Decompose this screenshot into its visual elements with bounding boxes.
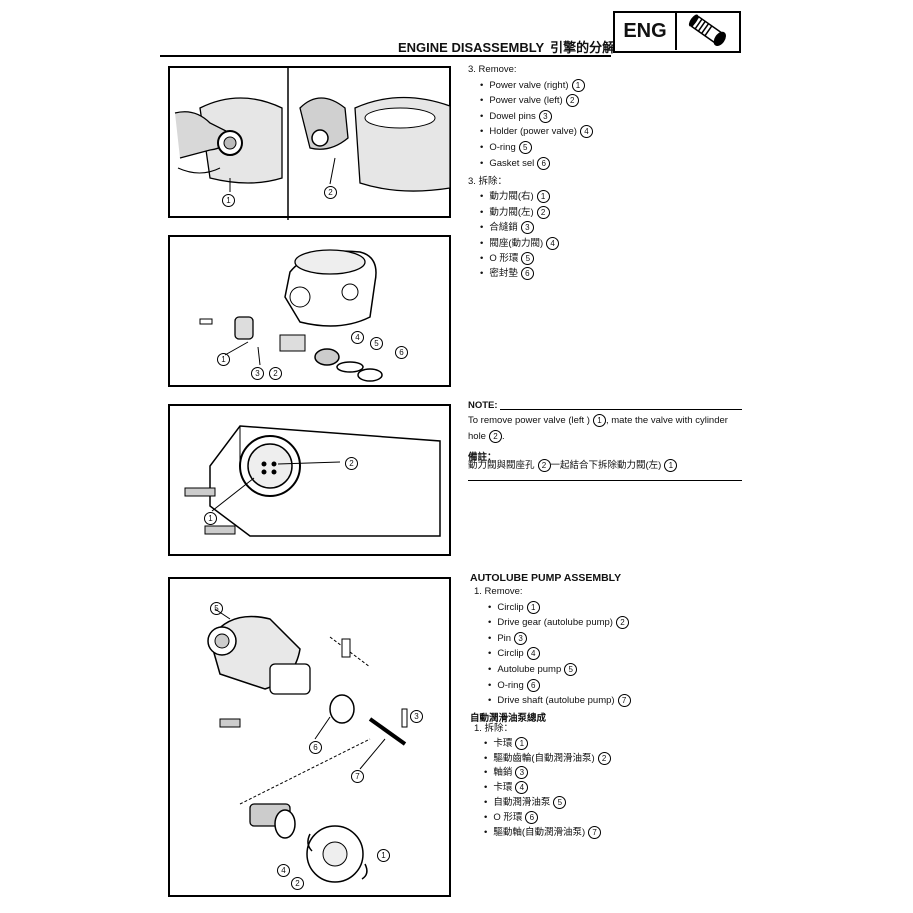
callout-4: 4: [277, 864, 290, 878]
figure-cylinder-photos: 1 2: [168, 66, 451, 220]
cylinder-photo-drawing: [174, 68, 451, 220]
list-item: 動力閥(左)2: [480, 205, 559, 220]
power-valve-remove-list: 3. Remove: Power valve (right)1 Power va…: [468, 62, 593, 171]
callout-2: 2: [345, 457, 358, 471]
step-heading: 3. Remove:: [468, 64, 517, 75]
callout-5: 5: [210, 602, 223, 616]
list-item: 閥座(動力閥)4: [480, 236, 560, 251]
header-rule: [160, 55, 611, 57]
list-item: Power valve (left)2: [480, 93, 593, 109]
list-item: O 形環6: [484, 810, 611, 826]
list-item: 驅動齒輪(自動潤滑油泵)2: [484, 751, 611, 767]
note-label: NOTE:: [468, 400, 498, 411]
note-end-rule: [468, 480, 742, 481]
figure-autolube-pump-exploded: 5 3 6 7 4 2 1: [168, 577, 451, 897]
engine-part-icon: [682, 14, 738, 50]
list-item: O 形環5: [480, 251, 559, 266]
list-item: 驅動軸(自動潤滑油泵)7: [484, 825, 611, 841]
note-text: To remove power valve (left )1, mate the…: [468, 413, 728, 443]
callout-7: 7: [351, 770, 364, 784]
note-label-zh: 備註：: [468, 452, 497, 463]
page-title-en: ENGINE DISASSEMBLY: [398, 40, 545, 55]
note-rule: [500, 409, 742, 410]
list-item: Drive shaft (autolube pump)7: [488, 693, 631, 709]
callout-4: 4: [351, 331, 364, 345]
figure-power-valve-exploded: 1 3 2 4 5 6: [168, 235, 451, 387]
callout-2: 2: [291, 877, 304, 891]
list-item: Holder (power valve)4: [480, 124, 593, 140]
figure-cylinder-hole: 2 1: [168, 404, 451, 556]
callout-1: 1: [204, 512, 217, 526]
page-title-zh: 引擎的分解: [550, 40, 616, 55]
page-title: ENGINE DISASSEMBLY 引擎的分解: [398, 37, 615, 56]
callout-6: 6: [395, 346, 408, 360]
callout-1: 1: [222, 194, 235, 208]
callout-1: 1: [217, 353, 230, 367]
section-title-autolube: AUTOLUBE PUMP ASSEMBLY: [470, 572, 622, 584]
autolube-remove-list-zh: 1. 拆除： 卡環1 驅動齒輪(自動潤滑油泵)2 軸銷3 卡環4 自動潤滑油泵5…: [474, 722, 611, 840]
callout-2: 2: [324, 186, 337, 200]
callout-6: 6: [309, 741, 322, 755]
callout-3: 3: [410, 710, 423, 724]
list-item: 動力閥(右)1: [480, 189, 559, 204]
power-valve-drawing: [199, 249, 383, 382]
callout-2: 2: [269, 367, 282, 381]
section-tab: [613, 11, 741, 53]
step-heading: 1. Remove:: [474, 586, 523, 597]
list-item: 卡環1: [484, 736, 611, 752]
list-item: Drive gear (autolube pump)2: [488, 615, 631, 631]
section-tab-label: ENG: [615, 12, 677, 50]
callout-5: 5: [370, 337, 383, 351]
list-item: 卡環4: [484, 781, 611, 796]
list-item: 軸銷3: [484, 766, 611, 781]
autolube-pump-drawing: [207, 608, 408, 883]
callout-3: 3: [251, 367, 264, 381]
step-heading-zh: 1. 拆除：: [474, 723, 514, 734]
cylinder-hole-drawing: [184, 425, 441, 537]
section-title-autolube-zh: 自動潤滑油泵總成: [470, 713, 547, 724]
step-heading-zh: 3. 拆除：: [468, 176, 508, 187]
list-item: Power valve (right)1: [480, 78, 593, 94]
callout-1: 1: [377, 849, 390, 863]
